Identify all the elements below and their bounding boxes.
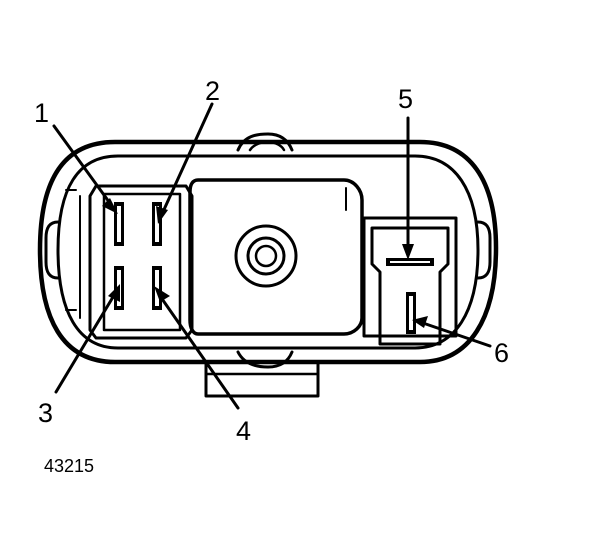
leader-line-3 bbox=[54, 284, 120, 394]
four-pin-cavity bbox=[79, 184, 194, 340]
top-latch bbox=[236, 132, 294, 152]
pin-label-3: 3 bbox=[38, 398, 53, 428]
leader-line-1 bbox=[52, 124, 118, 214]
terminal-1 bbox=[114, 202, 124, 246]
terminal-6 bbox=[406, 292, 416, 334]
center-pad bbox=[188, 178, 364, 336]
leader-line-5 bbox=[402, 116, 414, 260]
connector-housing bbox=[37, 139, 499, 365]
pin-label-5: 5 bbox=[398, 84, 413, 114]
bottom-latch bbox=[204, 350, 320, 398]
figure-id: 43215 bbox=[44, 456, 94, 476]
terminal-5 bbox=[386, 258, 434, 266]
pin-label-1: 1 bbox=[34, 98, 49, 128]
pin-label-2: 2 bbox=[205, 76, 220, 106]
leader-line-4 bbox=[154, 286, 240, 410]
two-pin-cavity bbox=[362, 216, 458, 346]
leader-line-2 bbox=[156, 102, 214, 224]
side-clips bbox=[44, 189, 492, 311]
leader-line-6 bbox=[412, 316, 492, 348]
pin-label-6: 6 bbox=[494, 338, 509, 368]
pin-label-4: 4 bbox=[236, 416, 251, 446]
terminal-2 bbox=[152, 202, 162, 246]
center-boss bbox=[234, 224, 298, 288]
